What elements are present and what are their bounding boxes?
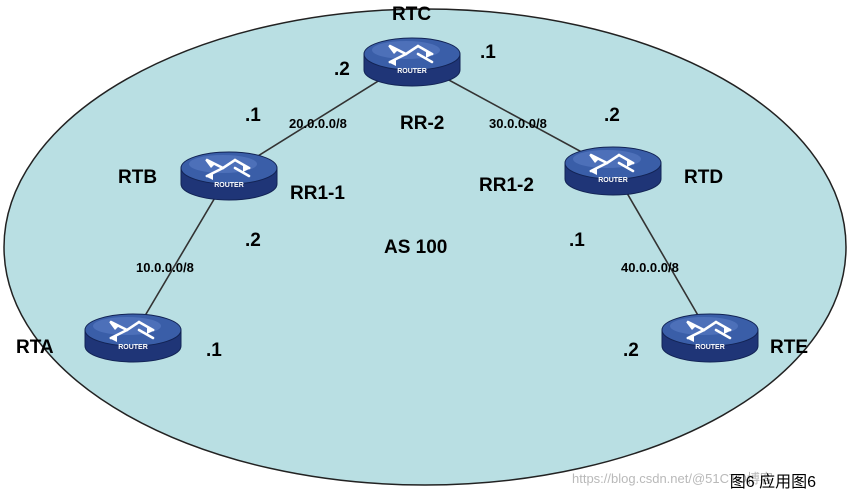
host-rtc-link1: .2 xyxy=(334,59,350,80)
figure-caption: 图6 应用图6 xyxy=(729,474,816,491)
watermark: https://blog.csdn.net/@51CTO博客 xyxy=(572,471,773,486)
host-rtb-link1: .1 xyxy=(245,105,261,126)
network-label-30: 30.0.0.0/8 xyxy=(489,116,547,131)
host-rtb-link3: .2 xyxy=(245,230,261,251)
router-badge-rta: ROUTER xyxy=(118,344,148,351)
role-label-rr2: RR-2 xyxy=(400,113,445,134)
host-rtc-link2: .1 xyxy=(480,42,496,63)
link-line-rtb-rta xyxy=(132,173,230,337)
router-badge-rtd: ROUTER xyxy=(598,177,628,184)
host-rtd-link4: .1 xyxy=(569,230,585,251)
router-icon-rtd: ROUTER xyxy=(564,146,662,196)
network-label-20: 20.0.0.0/8 xyxy=(289,116,347,131)
router-name-rtd: RTD xyxy=(684,167,724,188)
host-rte-link4: .2 xyxy=(623,340,639,361)
router-name-rtb: RTB xyxy=(118,167,158,188)
router-badge-rtc: ROUTER xyxy=(397,68,427,75)
routers-layer: ROUTER ROUTER ROUTER ROUTER ROUTER xyxy=(84,37,759,363)
router-icon-rta: ROUTER xyxy=(84,313,182,363)
host-rta-link3: .1 xyxy=(206,340,222,361)
router-icon-rtc: ROUTER xyxy=(363,37,461,87)
role-label-rr1-1: RR1-1 xyxy=(290,183,345,204)
router-name-rte: RTE xyxy=(770,337,808,358)
host-rtd-link2: .2 xyxy=(604,105,620,126)
role-label-rr1-2: RR1-2 xyxy=(479,175,534,196)
router-icon-rte: ROUTER xyxy=(661,313,759,363)
network-label-40: 40.0.0.0/8 xyxy=(621,260,679,275)
as-label: AS 100 xyxy=(384,237,448,258)
link-line-rtd-rte xyxy=(612,168,711,337)
router-name-rtc: RTC xyxy=(392,4,432,25)
as-boundary-ellipse xyxy=(3,8,847,486)
network-label-10: 10.0.0.0/8 xyxy=(136,260,194,275)
router-badge-rte: ROUTER xyxy=(695,344,725,351)
router-icon-rtb: ROUTER xyxy=(180,151,278,201)
router-name-rta: RTA xyxy=(16,337,54,358)
router-badge-rtb: ROUTER xyxy=(214,182,244,189)
